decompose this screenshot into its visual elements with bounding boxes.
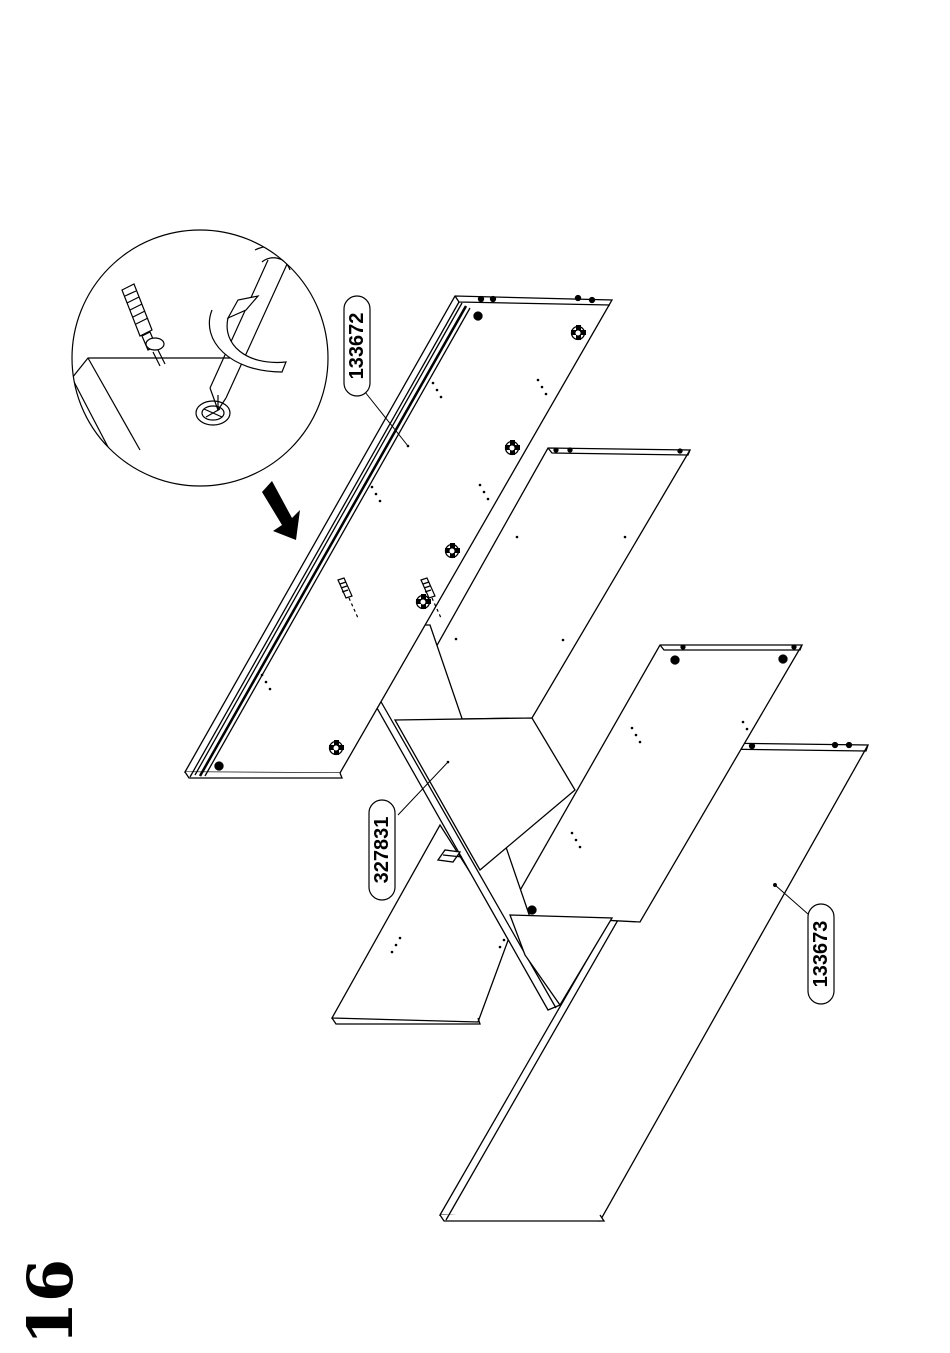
svg-text:133672: 133672	[346, 313, 368, 380]
part-label-bottom-panel: 133673	[808, 904, 834, 1004]
insert-direction-arrow-icon	[262, 481, 300, 540]
svg-text:16: 16	[14, 1259, 87, 1345]
screwdriver-detail-icon	[72, 230, 328, 486]
step-number: 16	[14, 1259, 87, 1345]
part-label-x-divider: 327831	[369, 800, 395, 900]
part-label-top-panel: 133672	[344, 296, 370, 396]
svg-text:133673: 133673	[810, 921, 832, 988]
svg-text:327831: 327831	[371, 817, 393, 884]
